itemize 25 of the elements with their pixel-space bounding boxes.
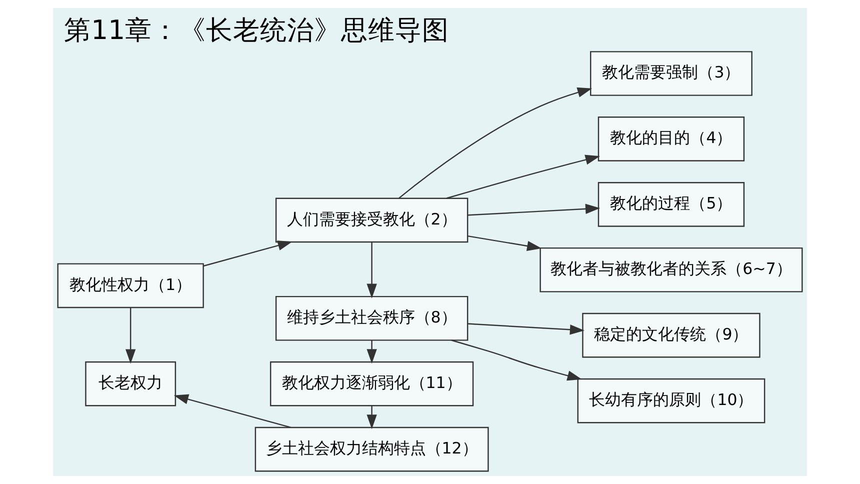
node-box: 教化的目的（4）: [598, 116, 745, 162]
arrow: [366, 340, 377, 364]
diagram-title: 第11章：《长老统治》思维导图: [64, 15, 450, 46]
arrow: [446, 154, 600, 199]
node-box: 乡土社会权力结构特点（12）: [254, 426, 489, 472]
arrow: [451, 340, 582, 381]
node-box: 人们需要接受教化（2）: [275, 198, 468, 243]
arrow: [366, 242, 377, 298]
arrow: [366, 406, 377, 430]
arrow: [203, 240, 292, 267]
arrow: [398, 88, 592, 199]
node-box: 稳定的文化传统（9）: [582, 312, 760, 358]
arrow: [125, 308, 136, 364]
node-box: 教化的过程（5）: [598, 182, 745, 227]
arrow: [468, 323, 584, 335]
node-box: 长老权力: [85, 361, 176, 406]
node-box: 维持乡土社会秩序（8）: [275, 296, 468, 341]
arrow: [468, 204, 600, 216]
arrow: [174, 394, 292, 428]
node-box: 教化性权力（1）: [57, 263, 204, 308]
node-box: 教化权力逐渐弱化（11）: [270, 361, 474, 406]
node-box: 长幼有序的原则（10）: [577, 378, 766, 424]
node-box: 教化者与被教化者的关系（6~7）: [540, 247, 803, 292]
arrow: [468, 235, 542, 252]
node-box: 教化需要强制（3）: [590, 51, 752, 96]
